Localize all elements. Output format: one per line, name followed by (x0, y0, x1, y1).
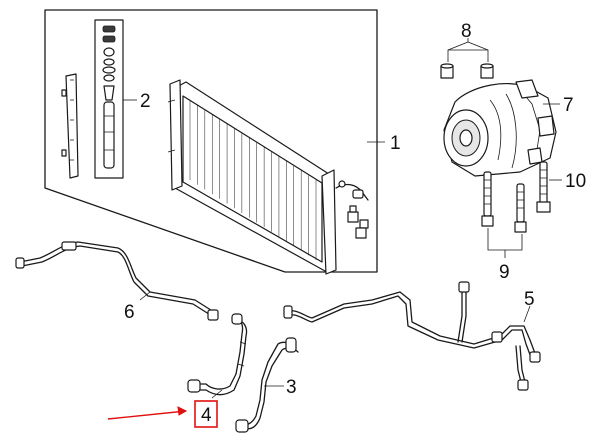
callout-10: 10 (565, 171, 586, 192)
callout-1: 1 (390, 133, 401, 154)
callout-labels: 1 2 3 4 5 6 7 8 9 10 (124, 21, 586, 426)
red-pointer-arrow (107, 406, 188, 420)
leader-lines (123, 38, 562, 399)
callout-5: 5 (524, 289, 535, 310)
hose-3 (235, 337, 299, 433)
compressor-caps (440, 63, 494, 79)
hose-5 (283, 281, 541, 391)
condenser-fins (189, 100, 317, 260)
condenser-bracket (61, 73, 79, 179)
receiver-drier-kit (94, 19, 124, 179)
hose-6 (15, 241, 219, 321)
callout-6: 6 (124, 302, 135, 323)
callout-2: 2 (140, 91, 151, 112)
condenser-plugs (347, 205, 369, 239)
long-bolt (536, 161, 551, 213)
callout-3: 3 (286, 377, 297, 398)
hose-4 (187, 313, 248, 396)
callout-4-highlight-box (194, 400, 218, 428)
callout-8: 8 (461, 21, 472, 42)
callout-4: 4 (201, 405, 212, 426)
condenser (167, 79, 337, 275)
mounting-bolts (481, 171, 527, 233)
callout-7: 7 (563, 95, 574, 116)
callout-9: 9 (499, 262, 510, 283)
condenser-fitting (335, 180, 369, 201)
ac-compressor (443, 79, 557, 177)
